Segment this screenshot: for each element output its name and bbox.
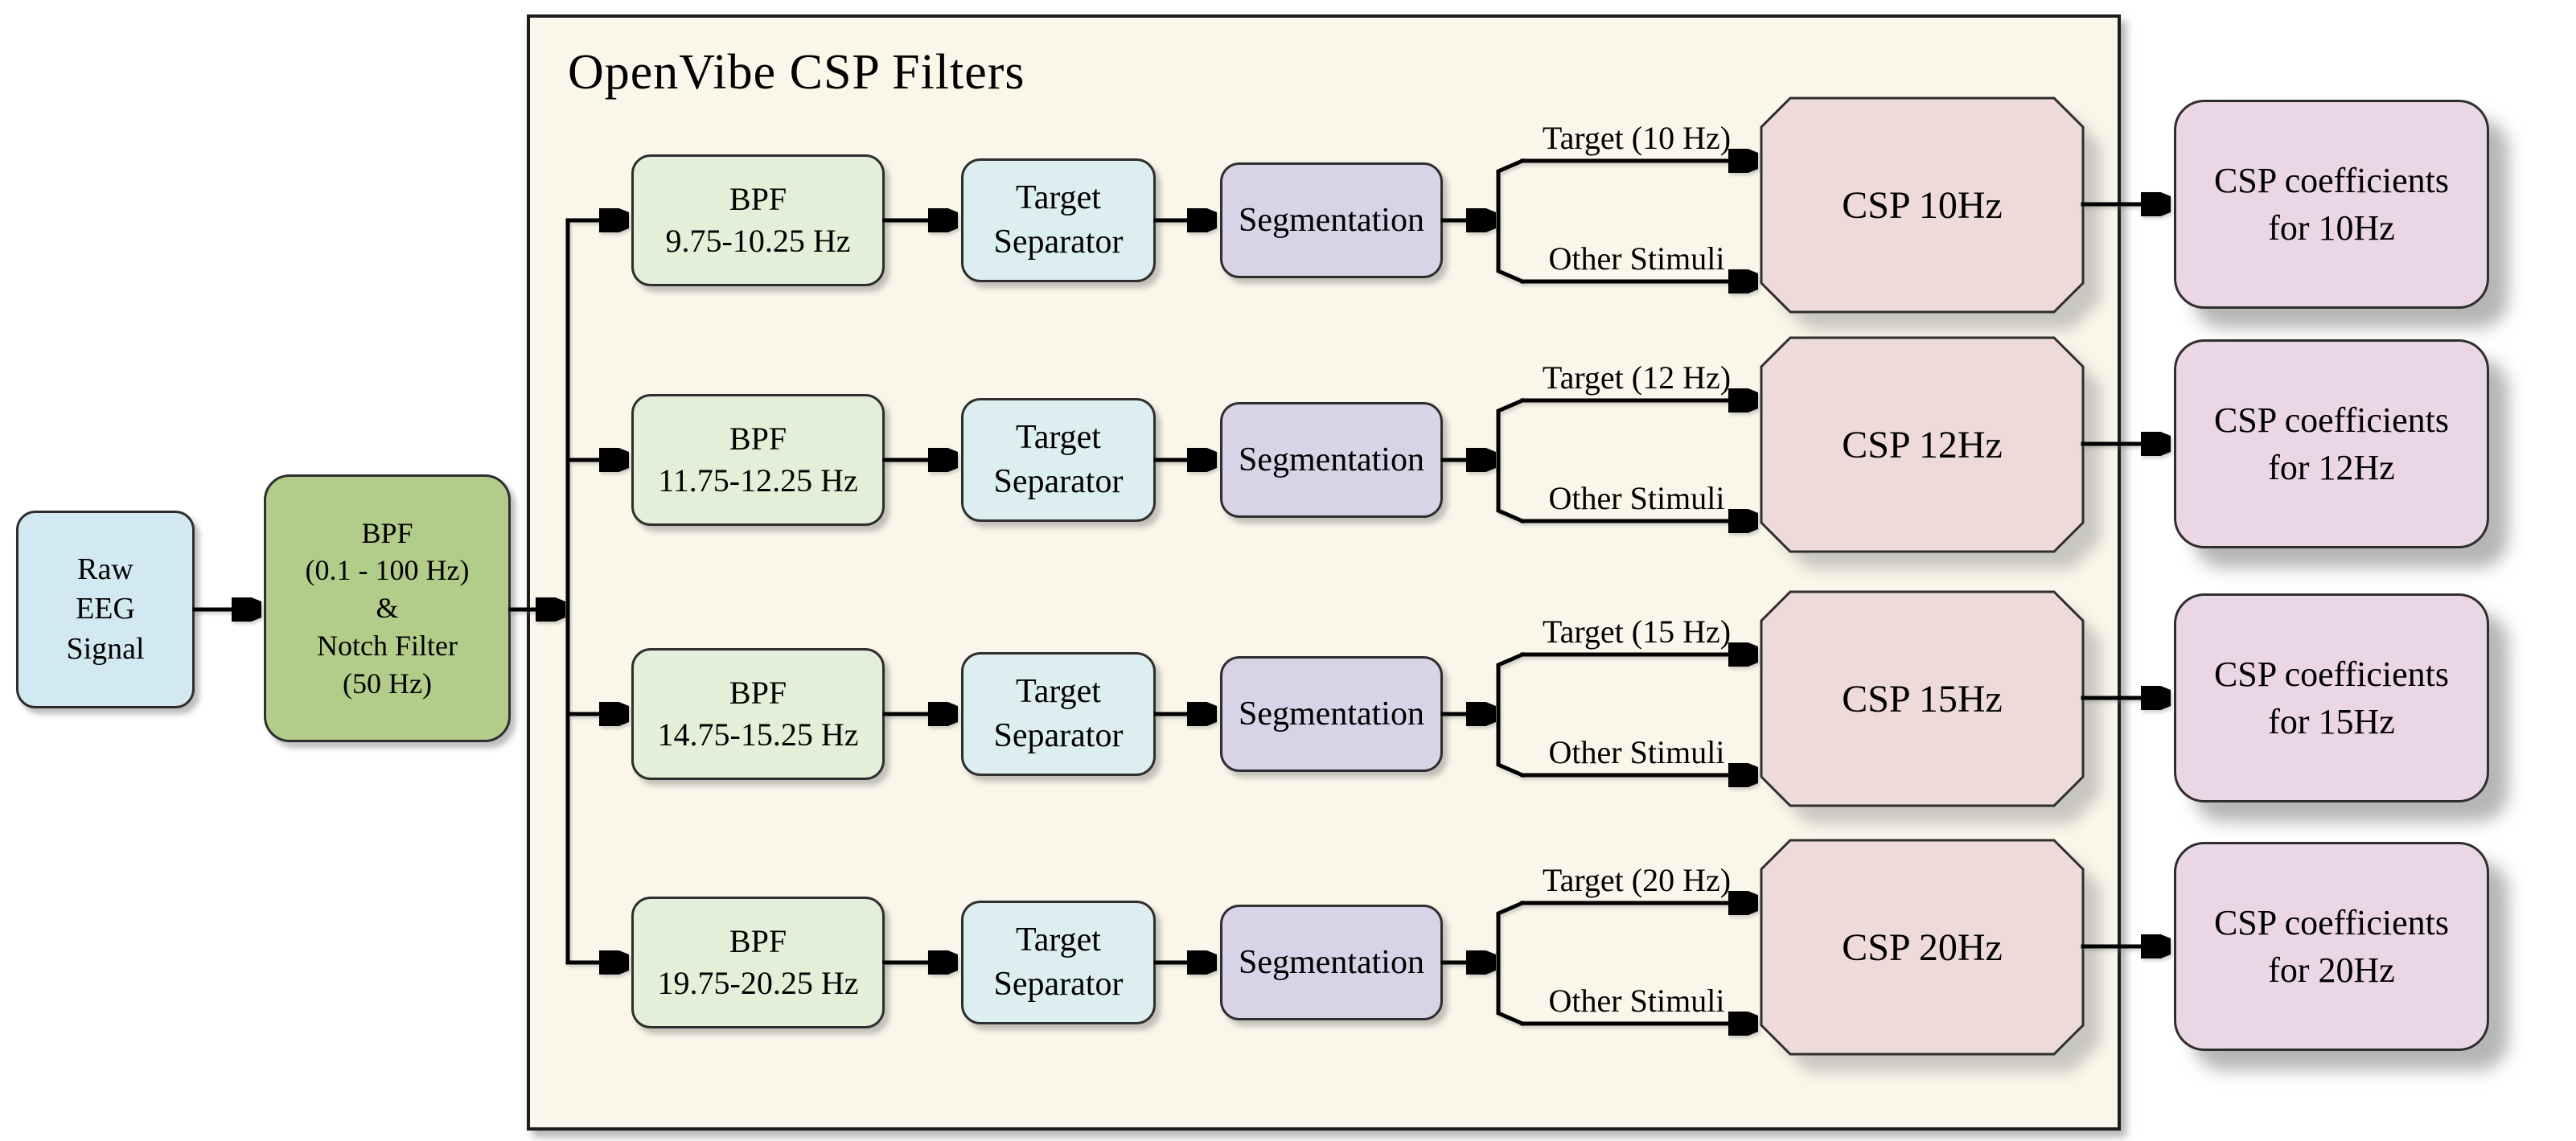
csp-coefficients-box-12hz: CSP coefficients for 12Hz: [2174, 339, 2489, 548]
csp-coefficients-box-20hz: CSP coefficients for 20Hz: [2174, 842, 2489, 1051]
bpf-box-10hz: BPF 9.75-10.25 Hz: [631, 154, 885, 286]
target-branch-label-12hz: Target (12 Hz): [1542, 359, 1732, 396]
target-separator-box-10hz: Target Separator: [961, 158, 1156, 282]
csp-coefficients-box-15hz: CSP coefficients for 15Hz: [2174, 593, 2489, 802]
csp-box-label-20hz: CSP 20Hz: [1842, 926, 2003, 969]
csp-box-10hz: [1760, 96, 2085, 314]
csp-box-12hz: [1760, 336, 2085, 553]
segmentation-box-12hz: Segmentation: [1220, 402, 1443, 518]
other-stimuli-label-10hz: Other Stimuli: [1548, 240, 1725, 277]
csp-box-label-10hz: CSP 10Hz: [1842, 183, 2003, 227]
bpf-box-12hz: BPF 11.75-12.25 Hz: [631, 394, 885, 526]
target-separator-box-20hz: Target Separator: [961, 901, 1156, 1024]
csp-box-15hz: [1760, 590, 2085, 807]
raw-eeg-signal-box: Raw EEG Signal: [16, 511, 195, 708]
target-branch-label-20hz: Target (20 Hz): [1542, 862, 1732, 898]
target-branch-label-15hz: Target (15 Hz): [1542, 614, 1732, 650]
csp-box-20hz: [1760, 839, 2085, 1056]
target-separator-box-12hz: Target Separator: [961, 398, 1156, 522]
other-stimuli-label-12hz: Other Stimuli: [1548, 480, 1725, 516]
target-separator-box-15hz: Target Separator: [961, 652, 1156, 776]
bpf-box-20hz: BPF 19.75-20.25 Hz: [631, 897, 885, 1028]
bpf-box-15hz: BPF 14.75-15.25 Hz: [631, 648, 885, 780]
csp-box-label-15hz: CSP 15Hz: [1842, 677, 2003, 720]
segmentation-box-15hz: Segmentation: [1220, 656, 1443, 772]
other-stimuli-label-15hz: Other Stimuli: [1548, 734, 1725, 770]
prefilter-notch-box: BPF (0.1 - 100 Hz) & Notch Filter (50 Hz…: [264, 474, 511, 742]
frame-title: OpenVibe CSP Filters: [568, 45, 1025, 100]
csp-box-label-12hz: CSP 12Hz: [1842, 423, 2003, 466]
target-branch-label-10hz: Target (10 Hz): [1542, 120, 1732, 156]
other-stimuli-label-20hz: Other Stimuli: [1548, 983, 1725, 1019]
segmentation-box-20hz: Segmentation: [1220, 905, 1443, 1020]
csp-coefficients-box-10hz: CSP coefficients for 10Hz: [2174, 100, 2489, 309]
segmentation-box-10hz: Segmentation: [1220, 162, 1443, 278]
